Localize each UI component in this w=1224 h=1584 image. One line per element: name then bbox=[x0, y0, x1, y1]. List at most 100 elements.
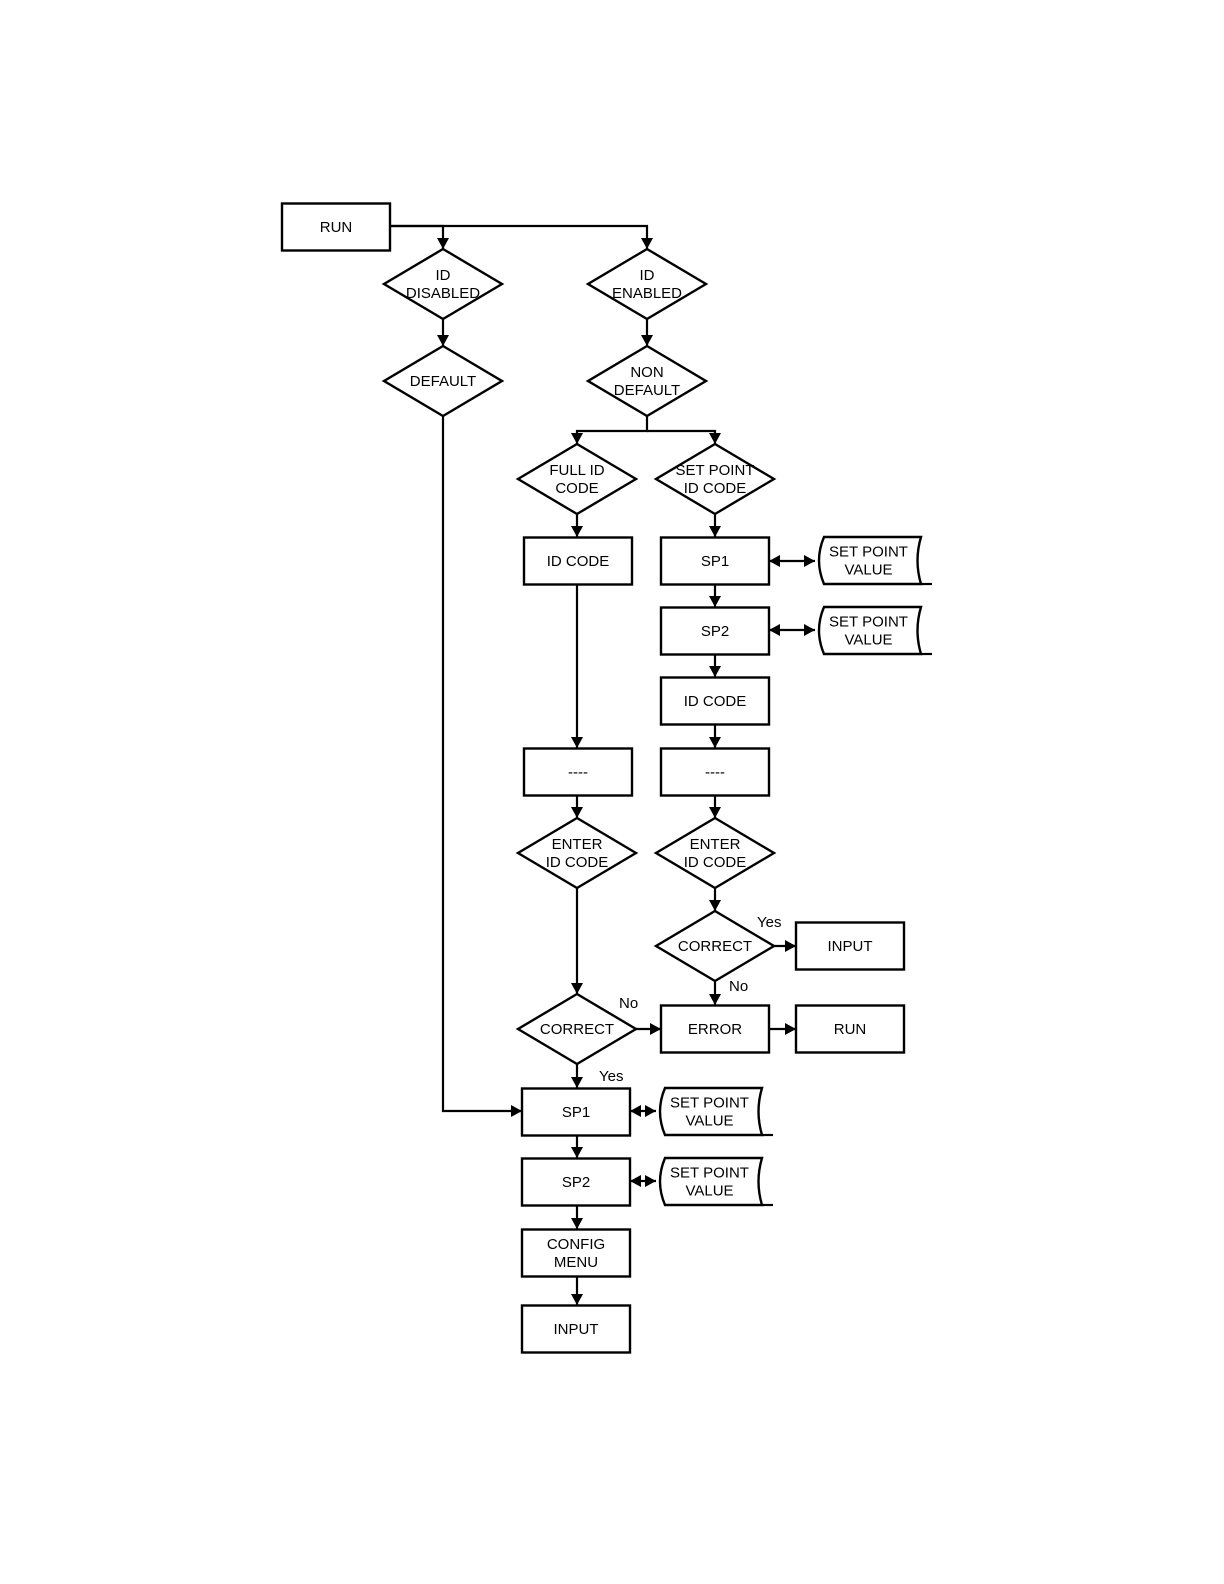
node-dash-r: ---- bbox=[661, 749, 769, 796]
node-label: VALUE bbox=[844, 562, 892, 579]
node-label: ID CODE bbox=[684, 480, 747, 497]
arrowhead bbox=[571, 983, 583, 994]
edge-sp_id_code-to-sp1_r bbox=[709, 514, 721, 537]
decision-diamond bbox=[384, 249, 502, 319]
edge-non_default-to-full_id_code bbox=[571, 416, 647, 444]
node-label: SP1 bbox=[701, 553, 729, 570]
node-label: ERROR bbox=[688, 1021, 742, 1038]
arrowhead bbox=[641, 238, 653, 249]
node-id-code-r: ID CODE bbox=[661, 678, 769, 725]
arrowhead bbox=[571, 1218, 583, 1229]
node-label: VALUE bbox=[685, 1113, 733, 1130]
arrowhead bbox=[650, 1023, 661, 1035]
arrowhead bbox=[645, 1175, 656, 1187]
node-spv-b1: SET POINTVALUE bbox=[660, 1088, 773, 1135]
node-label: ENTER bbox=[690, 836, 741, 853]
arrowhead-back bbox=[769, 555, 780, 567]
edge-config_menu-to-input_b bbox=[571, 1276, 583, 1305]
node-dash-l: ---- bbox=[524, 749, 632, 796]
arrowhead bbox=[709, 994, 721, 1005]
edge-id_code_r-to-dash_r bbox=[709, 724, 721, 748]
edge-correct_r-to-error bbox=[709, 981, 721, 1005]
arrowhead bbox=[437, 238, 449, 249]
edge-sp2_r-to-spv_r2 bbox=[769, 624, 815, 636]
edge-id_disabled-to-default bbox=[437, 319, 449, 346]
node-label: SET POINT bbox=[829, 544, 908, 561]
node-sp2-r: SP2 bbox=[661, 608, 769, 655]
decision-diamond bbox=[656, 818, 774, 888]
edge-run_top-to-id_disabled bbox=[390, 226, 449, 249]
arrowhead bbox=[571, 433, 583, 444]
arrowhead bbox=[709, 737, 721, 748]
node-label: ---- bbox=[568, 764, 588, 781]
edge-sp1_b-to-sp2_b bbox=[571, 1135, 583, 1158]
arrowhead-back bbox=[630, 1175, 641, 1187]
node-label: CORRECT bbox=[540, 1021, 614, 1038]
node-label: SET POINT bbox=[670, 1165, 749, 1182]
node-label: ENABLED bbox=[612, 285, 682, 302]
arrowhead bbox=[645, 1105, 656, 1117]
arrowhead bbox=[804, 624, 815, 636]
arrowhead bbox=[709, 900, 721, 911]
node-label: ID CODE bbox=[684, 693, 747, 710]
arrowhead bbox=[571, 737, 583, 748]
node-label: SET POINT bbox=[829, 614, 908, 631]
arrowhead bbox=[437, 335, 449, 346]
arrowhead bbox=[571, 807, 583, 818]
edge-label-no: No bbox=[619, 995, 638, 1012]
edge-dash_l-to-enter_l bbox=[571, 795, 583, 818]
node-label: FULL ID bbox=[549, 462, 604, 479]
arrowhead-back bbox=[769, 624, 780, 636]
node-run-top: RUN bbox=[282, 204, 390, 251]
node-default: DEFAULT bbox=[384, 346, 502, 416]
node-label: INPUT bbox=[554, 1321, 599, 1338]
edge-dash_r-to-enter_r bbox=[709, 795, 721, 818]
edge-full_id_code-to-id_code_l bbox=[571, 514, 583, 537]
edge-sp1_r-to-sp2_r bbox=[709, 584, 721, 607]
node-config-menu: CONFIGMENU bbox=[522, 1230, 630, 1277]
arrowhead bbox=[709, 807, 721, 818]
node-label: RUN bbox=[834, 1021, 867, 1038]
edge-sp2_b-to-spv_b2 bbox=[630, 1175, 656, 1187]
connector-line bbox=[443, 416, 522, 1111]
edge-label-yes: Yes bbox=[757, 914, 781, 931]
node-label: ID bbox=[640, 267, 655, 284]
edge-non_default-to-sp_id_code bbox=[647, 431, 721, 444]
arrowhead bbox=[785, 940, 796, 952]
connector-line bbox=[390, 226, 443, 249]
arrowhead bbox=[571, 1147, 583, 1158]
arrowhead bbox=[709, 596, 721, 607]
edge-enter_l-to-correct_l bbox=[571, 888, 583, 994]
connector-line bbox=[647, 431, 715, 444]
decision-diamond bbox=[518, 818, 636, 888]
edge-enter_r-to-correct_r bbox=[709, 888, 721, 911]
arrowhead bbox=[511, 1105, 522, 1117]
node-label: MENU bbox=[554, 1254, 598, 1271]
node-label: DEFAULT bbox=[614, 382, 680, 399]
node-sp2-b: SP2 bbox=[522, 1159, 630, 1206]
node-input-r: INPUT bbox=[796, 923, 904, 970]
arrowhead bbox=[571, 1294, 583, 1305]
node-full-id-code: FULL IDCODE bbox=[518, 444, 636, 514]
decision-diamond bbox=[656, 444, 774, 514]
edge-correct_l-to-error bbox=[636, 1023, 661, 1035]
edge-correct_l-to-sp1_b bbox=[571, 1064, 583, 1088]
edge-default-to-sp1_b bbox=[443, 416, 522, 1117]
node-label: SP2 bbox=[562, 1174, 590, 1191]
edge-correct_r-to-input_r bbox=[774, 940, 796, 952]
nodes-layer: RUNIDDISABLEDIDENABLEDDEFAULTNONDEFAULTF… bbox=[282, 204, 932, 1353]
node-label: NON bbox=[630, 364, 663, 381]
node-label: RUN bbox=[320, 219, 353, 236]
node-label: ---- bbox=[705, 764, 725, 781]
node-sp1-r: SP1 bbox=[661, 538, 769, 585]
arrowhead bbox=[641, 335, 653, 346]
arrowhead bbox=[571, 1077, 583, 1088]
node-label: SP2 bbox=[701, 623, 729, 640]
node-label: ID CODE bbox=[546, 854, 609, 871]
arrowhead bbox=[785, 1023, 796, 1035]
